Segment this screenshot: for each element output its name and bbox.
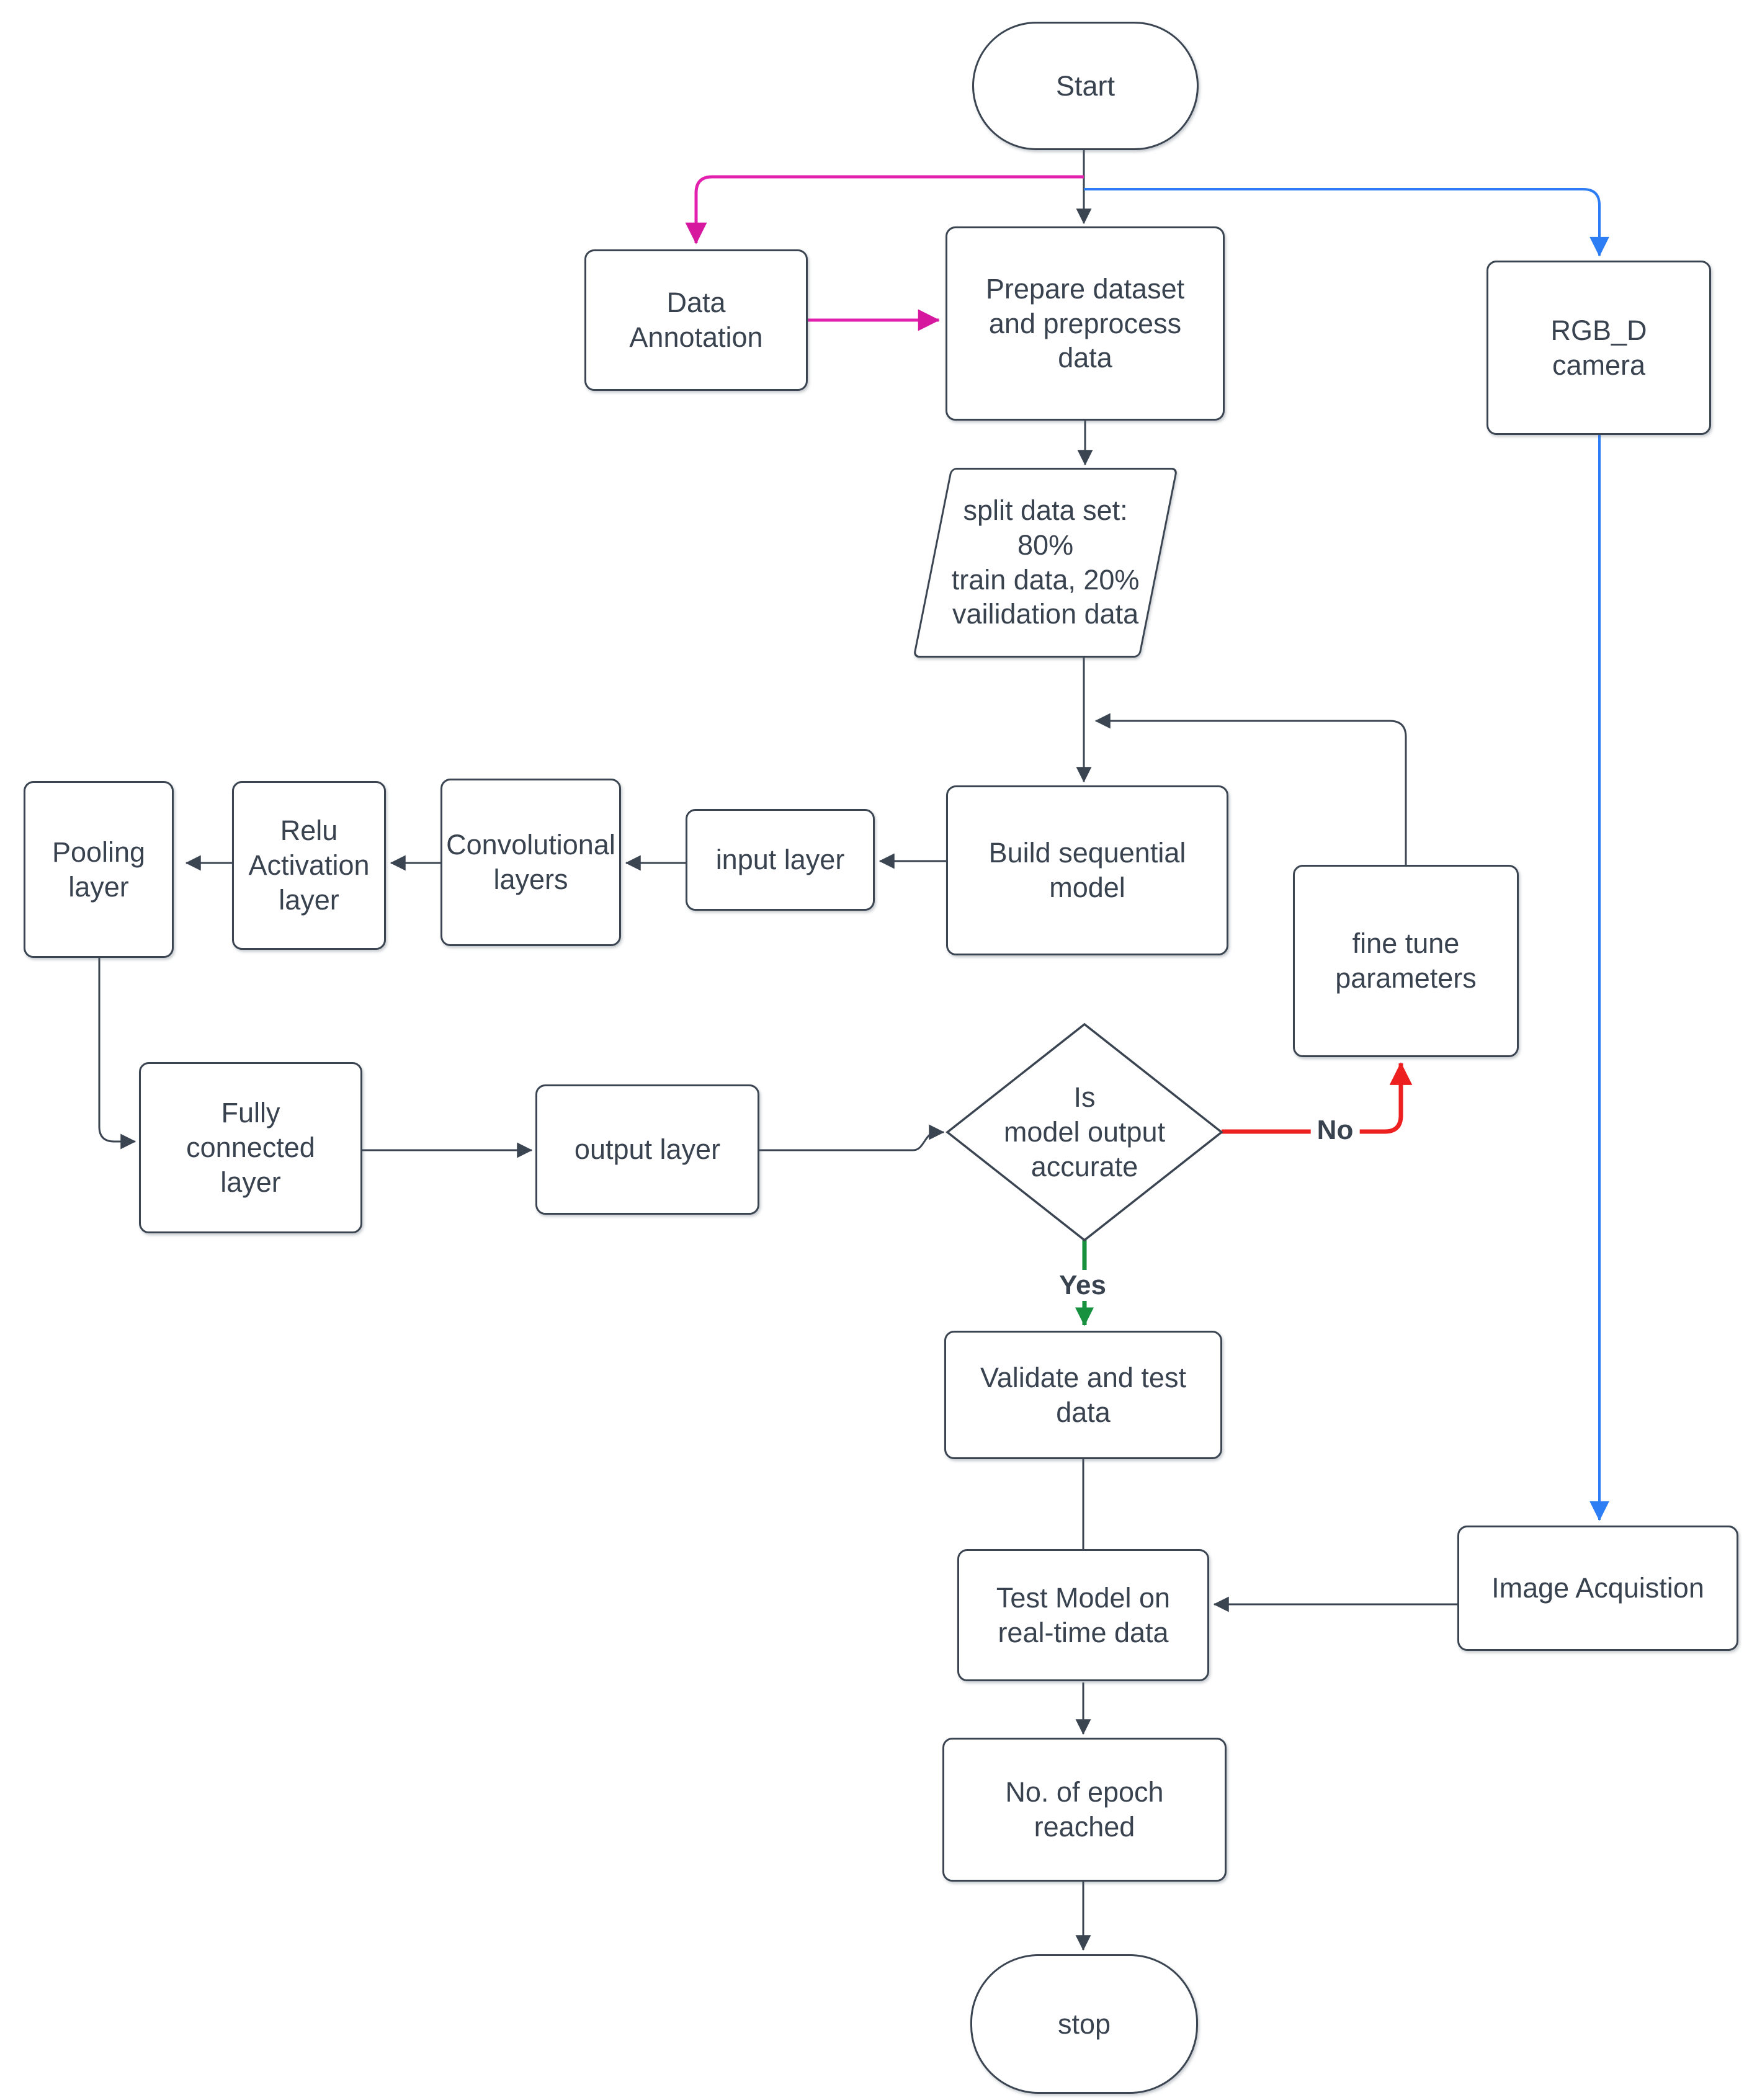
- node-decision-label-wrap: Is model output accurate: [947, 1024, 1222, 1240]
- edge-decision-finetune-no: [1222, 1062, 1413, 1134]
- node-relu-layer: Relu Activation layer: [232, 781, 386, 950]
- node-pooling-layer: Pooling layer: [24, 781, 174, 958]
- edge-output-decision: [759, 1124, 945, 1151]
- node-decision-label: Is model output accurate: [1003, 1081, 1166, 1182]
- node-fully-connected: Fully connected layer: [139, 1062, 362, 1233]
- node-rgbd-camera-label: RGB_D camera: [1550, 314, 1647, 381]
- node-validate-test: Validate and test data: [944, 1331, 1222, 1459]
- decision-diamond-shape: [946, 1022, 1223, 1242]
- node-stop-label: stop: [1057, 2008, 1111, 2040]
- node-prepare-dataset: Prepare dataset and preprocess data: [946, 226, 1225, 421]
- node-data-annotation-label: Data Annotation: [629, 287, 763, 353]
- node-split-dataset-label: split data set: 80% train data, 20% vail…: [951, 494, 1140, 630]
- node-input-layer-label: input layer: [715, 844, 845, 876]
- node-relu-layer-label: Relu Activation layer: [248, 815, 370, 916]
- edge-start-rgbd: [1084, 188, 1609, 257]
- edge-label-yes: Yes: [1053, 1270, 1112, 1301]
- node-image-acquisition-label: Image Acquistion: [1491, 1572, 1704, 1604]
- node-fine-tune-label: fine tune parameters: [1335, 927, 1477, 994]
- node-epoch-reached: No. of epoch reached: [942, 1738, 1227, 1882]
- node-build-sequential: Build sequential model: [946, 785, 1228, 955]
- edge-finetune-build-feedback: [1094, 713, 1407, 865]
- node-validate-test-label: Validate and test data: [980, 1361, 1186, 1428]
- node-conv-layers: Convolutional layers: [440, 779, 621, 946]
- node-conv-layers-label: Convolutional layers: [446, 829, 615, 895]
- node-rgbd-camera: RGB_D camera: [1487, 261, 1711, 435]
- node-fully-connected-label: Fully connected layer: [186, 1097, 315, 1198]
- node-stop: stop: [970, 1954, 1198, 2094]
- node-pooling-layer-label: Pooling layer: [51, 836, 146, 903]
- edge-pooling-fully: [98, 958, 136, 1150]
- node-image-acquisition: Image Acquistion: [1457, 1526, 1738, 1651]
- node-split-dataset: split data set: 80% train data, 20% vail…: [913, 468, 1178, 658]
- node-data-annotation: Data Annotation: [584, 249, 808, 391]
- node-prepare-dataset-label: Prepare dataset and preprocess data: [985, 272, 1185, 374]
- node-start-label: Start: [1055, 69, 1115, 102]
- node-input-layer: input layer: [686, 809, 875, 911]
- node-epoch-reached-label: No. of epoch reached: [1005, 1776, 1164, 1843]
- node-decision: [946, 1022, 1223, 1242]
- edge-start-data-annotation: [685, 175, 1084, 244]
- edge-label-no: No: [1310, 1115, 1360, 1146]
- node-test-model: Test Model on real-time data: [957, 1549, 1209, 1681]
- node-output-layer-label: output layer: [574, 1133, 721, 1166]
- node-test-model-label: Test Model on real-time data: [996, 1581, 1171, 1648]
- node-fine-tune: fine tune parameters: [1293, 865, 1519, 1057]
- node-build-sequential-label: Build sequential model: [988, 837, 1186, 903]
- node-output-layer: output layer: [535, 1084, 759, 1215]
- node-start: Start: [972, 22, 1199, 150]
